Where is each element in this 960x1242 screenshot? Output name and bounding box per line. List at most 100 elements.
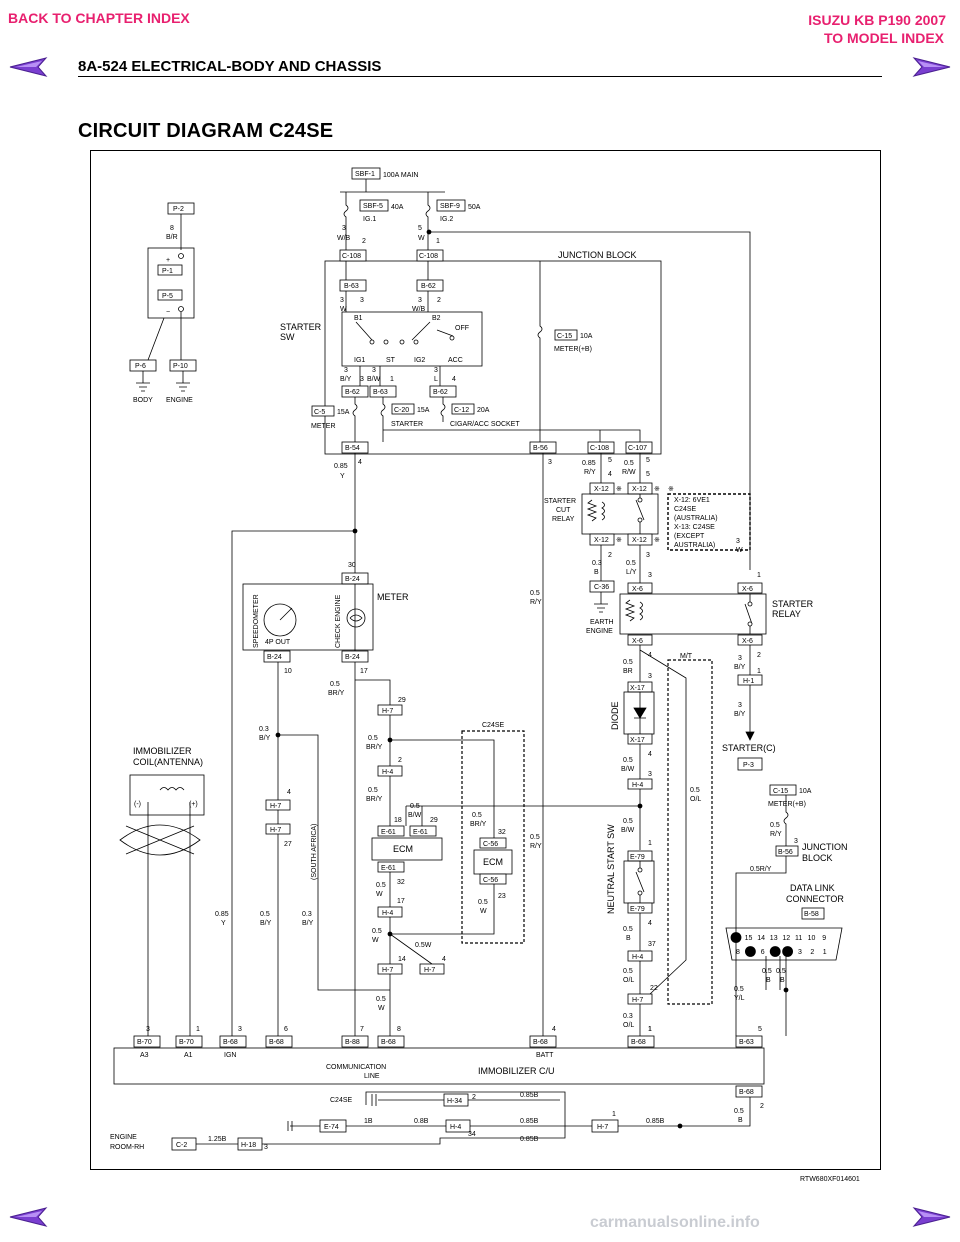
svg-text:P-2: P-2 — [173, 206, 184, 213]
svg-text:CUT: CUT — [556, 507, 571, 514]
svg-text:3: 3 — [548, 459, 552, 466]
svg-text:ECM: ECM — [483, 857, 503, 867]
svg-text:3: 3 — [798, 949, 802, 956]
svg-text:3: 3 — [648, 771, 652, 778]
immobilizer-control-unit: 3 1 3 6 7 8 4 1 B-70 B-70 B-68 B-68 B-88… — [113, 1026, 765, 1098]
svg-text:B-68: B-68 — [269, 1039, 284, 1046]
svg-text:COMMUNICATION: COMMUNICATION — [326, 1064, 386, 1071]
dlc-pin-16: 16 — [730, 932, 742, 943]
svg-text:0.5: 0.5 — [368, 787, 378, 794]
svg-text:※: ※ — [654, 486, 660, 493]
model-title: ISUZU KB P190 2007 — [808, 12, 946, 28]
svg-text:JUNCTION BLOCK: JUNCTION BLOCK — [558, 250, 637, 260]
dlc-pin-3: 3 — [798, 949, 802, 956]
diode-and-neutral-start-switch: 0.5 BR 3 X-17 DIODE X-17 4 0.5 B/W 3 H-4… — [406, 645, 658, 1036]
to-model-index-link[interactable]: TO MODEL INDEX — [823, 30, 944, 46]
svg-text:B-62: B-62 — [433, 389, 448, 396]
svg-text:15A: 15A — [337, 409, 350, 416]
svg-text:H-1: H-1 — [743, 678, 754, 685]
next-page-bottom-arrow-icon[interactable] — [912, 1206, 952, 1228]
svg-text:B-58: B-58 — [804, 911, 819, 918]
ecm-area: 0.5 BR/Y 29 H-7 0.5 BR/Y 2 H-4 0.5 BR/Y … — [328, 679, 495, 1036]
svg-text:H-7: H-7 — [632, 997, 643, 1004]
dlc-pin-1: 1 — [823, 949, 827, 956]
svg-text:29: 29 — [398, 697, 406, 704]
svg-text:3: 3 — [360, 297, 364, 304]
previous-page-bottom-arrow-icon[interactable] — [8, 1206, 48, 1228]
section-header: 8A-524 ELECTRICAL-BODY AND CHASSIS — [78, 58, 382, 75]
svg-text:L: L — [434, 376, 438, 383]
svg-text:SBF-5: SBF-5 — [363, 203, 383, 210]
svg-text:1: 1 — [757, 668, 761, 675]
svg-text:R/Y: R/Y — [770, 831, 782, 838]
svg-text:0.5: 0.5 — [372, 928, 382, 935]
next-page-arrow-icon[interactable] — [912, 56, 952, 78]
svg-text:BR/Y: BR/Y — [366, 796, 383, 803]
svg-text:B-68: B-68 — [223, 1039, 238, 1046]
svg-text:C-15: C-15 — [557, 333, 572, 340]
svg-text:W: W — [340, 306, 347, 313]
svg-text:W: W — [372, 937, 379, 944]
svg-text:6: 6 — [284, 1026, 288, 1033]
svg-text:B2: B2 — [432, 315, 441, 322]
svg-text:A1: A1 — [184, 1052, 193, 1059]
svg-text:50A: 50A — [468, 204, 481, 211]
svg-text:C-107: C-107 — [628, 445, 647, 452]
svg-text:15: 15 — [745, 935, 753, 942]
dlc-pin-6: 6 — [761, 949, 765, 956]
dlc-pin-2: 2 — [810, 949, 814, 956]
svg-text:B1: B1 — [354, 315, 363, 322]
svg-text:B: B — [594, 569, 599, 576]
svg-text:3: 3 — [648, 673, 652, 680]
meter: 30 B-24 METER SPEEDOMETER CHECK ENGINE 4… — [242, 562, 409, 675]
svg-text:METER: METER — [377, 592, 409, 602]
svg-text:P-6: P-6 — [135, 363, 146, 370]
svg-text:P-1: P-1 — [162, 268, 173, 275]
svg-text:0.5: 0.5 — [623, 659, 633, 666]
svg-text:SPEEDOMETER: SPEEDOMETER — [253, 594, 260, 648]
svg-text:2: 2 — [437, 297, 441, 304]
svg-text:LINE: LINE — [364, 1073, 380, 1080]
svg-text:1: 1 — [648, 1026, 652, 1033]
svg-text:B-56: B-56 — [778, 849, 793, 856]
svg-text:H-7: H-7 — [597, 1124, 608, 1131]
svg-text:0.85B: 0.85B — [520, 1136, 539, 1143]
svg-text:X-12: 6VE1: X-12: 6VE1 — [674, 497, 710, 504]
svg-text:0.5: 0.5 — [623, 926, 633, 933]
svg-text:2: 2 — [398, 757, 402, 764]
svg-text:(SOUTH AFRICA): (SOUTH AFRICA) — [311, 824, 318, 880]
previous-page-arrow-icon[interactable] — [8, 56, 48, 78]
svg-text:5: 5 — [758, 1026, 762, 1033]
svg-text:3: 3 — [238, 1026, 242, 1033]
svg-text:4: 4 — [358, 459, 362, 466]
svg-text:M/T: M/T — [680, 653, 693, 660]
svg-text:X-6: X-6 — [742, 638, 753, 645]
svg-text:Y: Y — [340, 473, 345, 480]
svg-text:1: 1 — [390, 376, 394, 383]
svg-text:C-56: C-56 — [483, 877, 498, 884]
svg-text:B-24: B-24 — [345, 576, 360, 583]
dlc-pin-14: 14 — [757, 935, 765, 942]
svg-text:E-79: E-79 — [630, 906, 645, 913]
svg-text:4: 4 — [648, 652, 652, 659]
svg-text:12: 12 — [782, 935, 790, 942]
svg-text:B-68: B-68 — [533, 1039, 548, 1046]
svg-text:3: 3 — [648, 572, 652, 579]
svg-text:RELAY: RELAY — [552, 516, 575, 523]
svg-text:3: 3 — [736, 538, 740, 545]
svg-text:2: 2 — [760, 1103, 764, 1110]
svg-text:B-54: B-54 — [345, 445, 360, 452]
svg-text:H-4: H-4 — [450, 1124, 461, 1131]
svg-text:※: ※ — [668, 486, 674, 493]
svg-text:4: 4 — [552, 1026, 556, 1033]
svg-text:Y/L: Y/L — [734, 995, 745, 1002]
back-to-chapter-index-link[interactable]: BACK TO CHAPTER INDEX — [8, 10, 190, 26]
svg-text:0.5: 0.5 — [260, 911, 270, 918]
svg-text:1: 1 — [436, 238, 440, 245]
svg-text:ACC: ACC — [448, 357, 463, 364]
svg-text:B-63: B-63 — [373, 389, 388, 396]
svg-text:B: B — [766, 977, 771, 984]
dlc-pin-10: 10 — [808, 935, 816, 942]
svg-text:C-12: C-12 — [454, 407, 469, 414]
svg-text:B-68: B-68 — [631, 1039, 646, 1046]
